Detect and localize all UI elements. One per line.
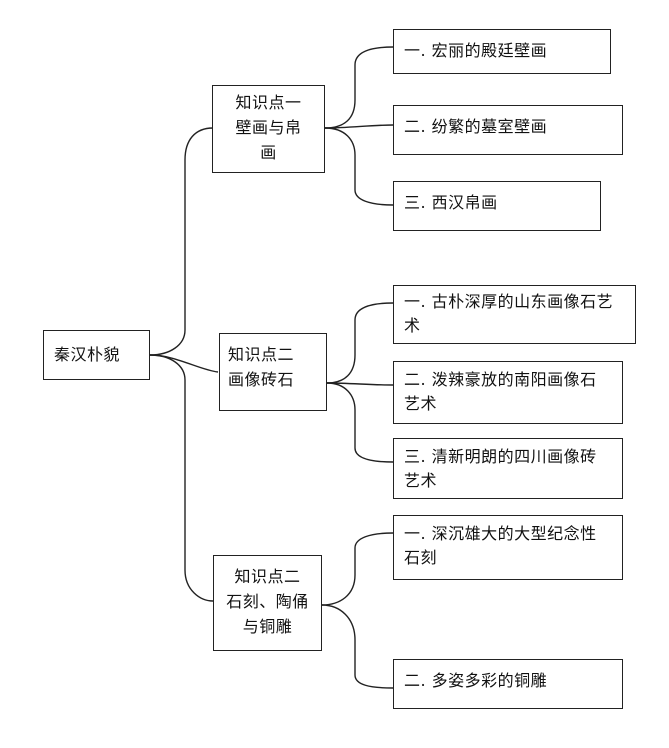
connector-b3-item2 bbox=[321, 604, 394, 689]
leaf-node-1-2: 二. 纷繁的墓室壁画 bbox=[393, 105, 623, 155]
connector-root-branch2 bbox=[149, 354, 219, 373]
leaf-node-2-1: 一. 古朴深厚的山东画像石艺术 bbox=[393, 285, 636, 344]
leaf-node-1-3: 三. 西汉帛画 bbox=[393, 181, 601, 231]
connector-b3-item1 bbox=[321, 532, 394, 606]
connector-b1-item3 bbox=[324, 127, 394, 206]
connector-root-branch3 bbox=[149, 354, 214, 602]
leaf-node-3-1: 一. 深沉雄大的大型纪念性石刻 bbox=[393, 515, 623, 580]
connector-b1-item1 bbox=[324, 46, 394, 129]
leaf-node-2-3: 三. 清新明朗的四川画像砖艺术 bbox=[393, 438, 623, 499]
leaf-node-3-2: 二. 多姿多彩的铜雕 bbox=[393, 659, 623, 709]
connector-b2-item1 bbox=[326, 302, 394, 384]
branch-node-1: 知识点一 壁画与帛 画 bbox=[212, 85, 325, 173]
leaf-node-1-1: 一. 宏丽的殿廷壁画 bbox=[393, 29, 611, 74]
connector-b2-item3 bbox=[326, 382, 394, 463]
branch-node-2: 知识点二 画像砖石 bbox=[219, 333, 327, 411]
branch-node-3: 知识点二 石刻、陶俑 与铜雕 bbox=[213, 555, 322, 651]
connector-root-branch1 bbox=[149, 127, 214, 356]
leaf-node-2-2: 二. 泼辣豪放的南阳画像石艺术 bbox=[393, 361, 623, 424]
root-node: 秦汉朴貌 bbox=[43, 330, 150, 380]
